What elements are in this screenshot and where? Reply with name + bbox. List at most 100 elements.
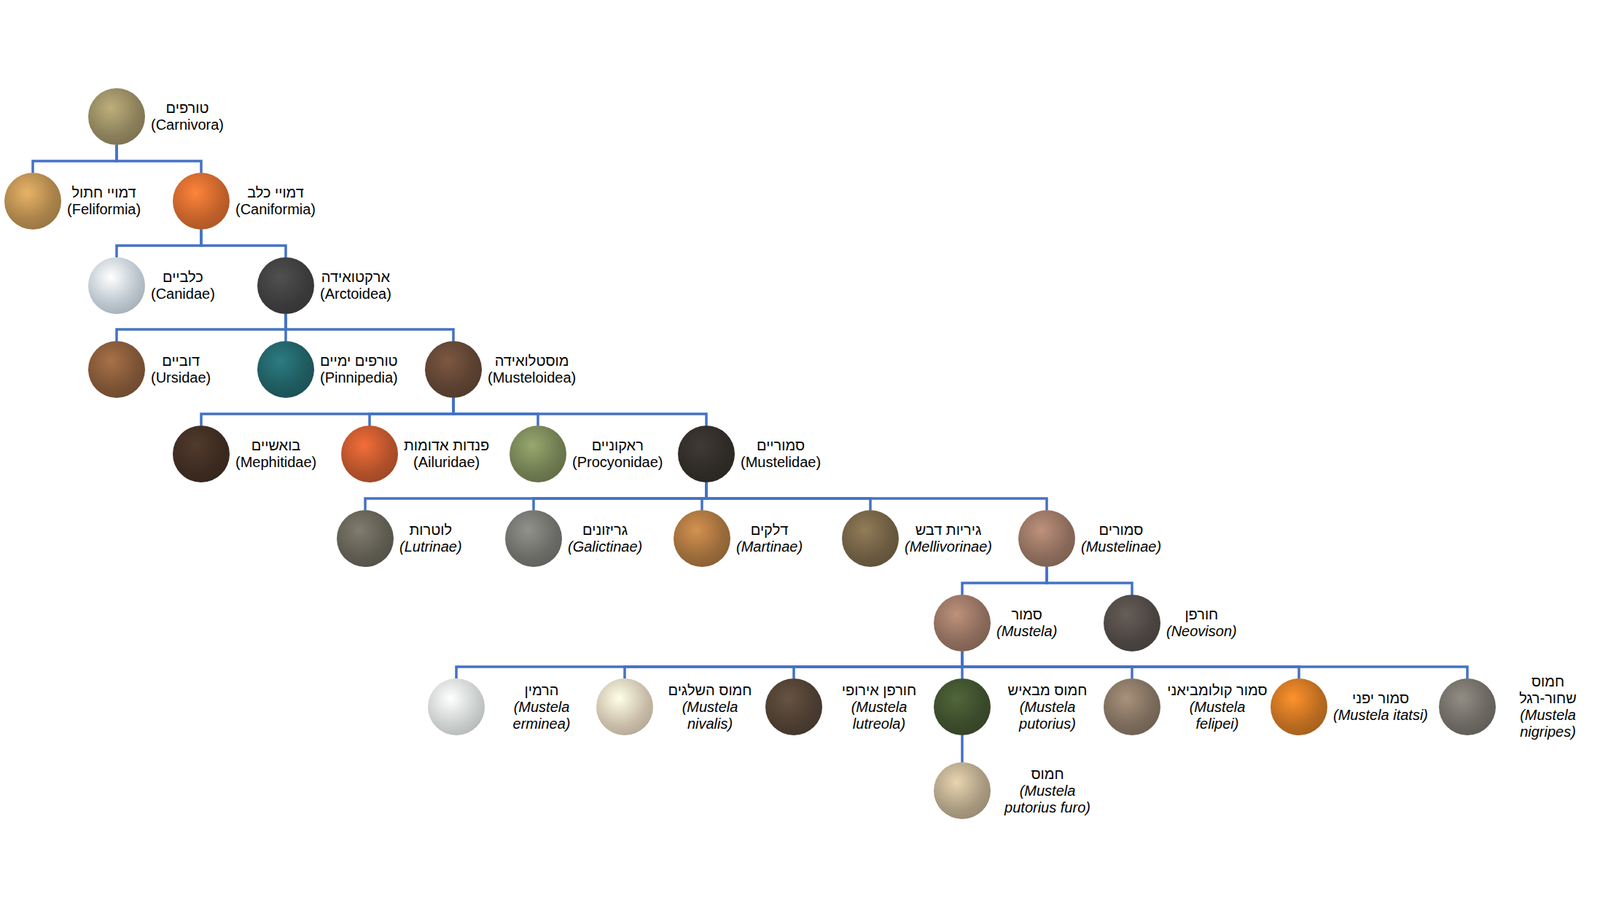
taxon-label: חמוס שחור-רגל(Mustela nigripes) <box>1501 673 1595 741</box>
taxon-node: דלקים(Martinae) <box>673 510 803 568</box>
tree-connector <box>453 397 707 426</box>
animal-photo <box>172 172 230 230</box>
tree-connector <box>453 397 538 426</box>
hebrew-name: סמורים <box>1081 521 1162 539</box>
latin-name: (Martinae) <box>736 538 803 556</box>
taxon-node: פנדות אדומות(Ailuridae) <box>341 425 490 483</box>
latin-name: (Mustela putorius furo) <box>996 782 1099 817</box>
hebrew-name: ראקוניים <box>572 437 664 455</box>
latin-name: (Mustela felipei) <box>1166 699 1269 733</box>
hebrew-name: מוסטלואידה <box>487 352 576 370</box>
tree-connector <box>962 651 1299 679</box>
taxon-label: דמויי חתול(Feliformia) <box>67 184 141 218</box>
taxon-node: חורפן(Neovison) <box>1103 594 1237 652</box>
latin-name: (Ailuridae) <box>403 454 490 471</box>
latin-name: (Feliformia) <box>67 201 141 218</box>
hebrew-name: הרמין <box>490 682 593 700</box>
animal-photo <box>336 510 394 568</box>
latin-name: (Mustela putorius) <box>996 699 1099 733</box>
taxon-label: כלביים(Canidae) <box>150 268 216 303</box>
animal-photo <box>596 678 654 736</box>
tree-connector <box>285 314 454 342</box>
animal-photo <box>1270 678 1328 736</box>
animal-photo <box>172 425 230 483</box>
latin-name: (Mustela nivalis) <box>658 699 762 733</box>
animal-photo <box>88 257 146 315</box>
taxon-label: דוביים(Ursidae) <box>150 352 211 387</box>
taxon-node: גיריות דבש(Mellivorinae) <box>841 510 993 568</box>
latin-name: (Mephitidae) <box>235 454 317 471</box>
tree-connector <box>706 482 1047 511</box>
taxon-node: כלביים(Canidae) <box>88 257 216 315</box>
animal-photo <box>933 594 991 652</box>
tree-connector <box>32 145 117 173</box>
latin-name: (Mellivorinae) <box>904 538 993 556</box>
taxon-node: ארקטואידה(Arctoidea) <box>257 257 392 315</box>
tree-connector <box>116 314 286 342</box>
animal-photo <box>509 425 567 483</box>
taxon-node: לוטרות(Lutrinae) <box>336 510 463 568</box>
taxon-label: טורפים ימיים(Pinnipedia) <box>320 352 398 387</box>
taxon-label: סמורים(Mustelinae) <box>1081 521 1162 556</box>
hebrew-name: כלביים <box>150 268 216 286</box>
hebrew-name: טורפים <box>150 99 224 117</box>
taxon-label: חורפן(Neovison) <box>1166 606 1237 640</box>
hebrew-name: חמוס השלגים <box>658 682 762 700</box>
hebrew-name: פנדות אדומות <box>403 437 490 455</box>
taxon-label: מוסטלואידה(Musteloidea) <box>487 352 576 387</box>
animal-photo <box>424 341 482 398</box>
latin-name: (Caniformia) <box>235 201 316 218</box>
latin-name: (Pinnipedia) <box>320 369 398 387</box>
tree-connector <box>962 651 1468 679</box>
animal-photo <box>841 510 899 568</box>
taxon-label: ראקוניים(Procyonidae) <box>572 437 664 471</box>
animal-photo <box>88 88 146 146</box>
tree-connector <box>365 482 707 511</box>
latin-name: (Galictinae) <box>567 538 643 556</box>
latin-name: (Ursidae) <box>150 369 211 387</box>
animal-photo <box>1103 678 1161 736</box>
taxon-node: חמוס השלגים(Mustela nivalis) <box>596 678 762 736</box>
taxon-node: בואשיים(Mephitidae) <box>172 425 317 483</box>
taxon-node: גריזונים(Galictinae) <box>505 510 643 568</box>
tree-connector <box>369 397 454 426</box>
taxon-node: סמור(Mustela) <box>933 594 1057 652</box>
tree-connector <box>116 145 202 173</box>
hebrew-name: סמוריים <box>740 437 821 455</box>
animal-photo <box>427 678 485 736</box>
hebrew-name: דמויי כלב <box>235 184 316 202</box>
taxon-label: סמור יפני(Mustela itatsi) <box>1333 690 1428 724</box>
hebrew-name: ארקטואידה <box>320 268 392 286</box>
taxon-node: חמוס מבאיש(Mustela putorius) <box>933 678 1099 736</box>
taxon-label: גריזונים(Galictinae) <box>567 521 643 556</box>
hebrew-name: דלקים <box>736 521 803 539</box>
taxon-label: סמוריים(Mustelidae) <box>740 437 821 471</box>
taxon-label: חמוס השלגים(Mustela nivalis) <box>658 682 762 733</box>
animal-photo <box>257 257 315 315</box>
animal-photo <box>933 678 991 736</box>
animal-photo <box>1103 594 1161 652</box>
tree-connector <box>962 567 1047 595</box>
animal-photo <box>505 510 563 568</box>
taxon-node: חמוס שחור-רגל(Mustela nigripes) <box>1438 673 1595 741</box>
latin-name: (Mustela itatsi) <box>1333 707 1428 724</box>
taxon-label: חמוס(Mustela putorius furo) <box>996 766 1099 817</box>
taxon-label: חורפן אירופי(Mustela lutreola) <box>828 682 931 733</box>
animal-photo <box>933 762 991 820</box>
taxon-node: דוביים(Ursidae) <box>88 341 211 398</box>
tree-connector <box>706 482 871 511</box>
taxon-node: דמויי חתול(Feliformia) <box>4 172 141 230</box>
taxon-label: בואשיים(Mephitidae) <box>235 437 317 471</box>
tree-connector <box>201 229 286 258</box>
taxon-label: גיריות דבש(Mellivorinae) <box>904 521 993 556</box>
hebrew-name: גריזונים <box>567 521 643 539</box>
hebrew-name: דמויי חתול <box>67 184 141 202</box>
latin-name: (Mustela nigripes) <box>1501 707 1595 741</box>
tree-connector <box>1046 567 1133 595</box>
tree-connector <box>533 482 707 511</box>
hebrew-name: גיריות דבש <box>904 521 993 539</box>
hebrew-name: טורפים ימיים <box>320 352 398 370</box>
tree-connector <box>201 397 454 426</box>
tree-connector <box>793 651 963 679</box>
